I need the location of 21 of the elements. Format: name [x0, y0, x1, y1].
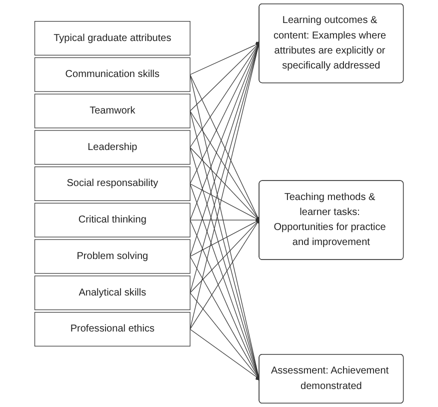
- arrow: [190, 40, 261, 220]
- arrow: [190, 220, 261, 382]
- arrow: [190, 218, 261, 294]
- node-box: Analytical skills: [34, 276, 190, 310]
- node-box: Professional ethics: [34, 312, 190, 346]
- arrow: [190, 40, 261, 148]
- arrow: [190, 218, 261, 330]
- arrow: [190, 256, 261, 382]
- arrow: [190, 183, 261, 382]
- arrow: [190, 40, 261, 257]
- arrow: [190, 40, 260, 184]
- arrow: [190, 147, 261, 222]
- node-box: Problem solving: [34, 239, 190, 274]
- node-box: Typical graduate attributes: [34, 21, 190, 56]
- node-box: Communication skills: [34, 57, 190, 92]
- node-box: Teamwork: [34, 94, 190, 128]
- arrow: [190, 292, 261, 381]
- node-box: Leadership: [34, 130, 190, 165]
- arrow: [190, 110, 261, 222]
- node-box: Social responsability: [34, 166, 190, 201]
- node-box: Critical thinking: [34, 202, 190, 238]
